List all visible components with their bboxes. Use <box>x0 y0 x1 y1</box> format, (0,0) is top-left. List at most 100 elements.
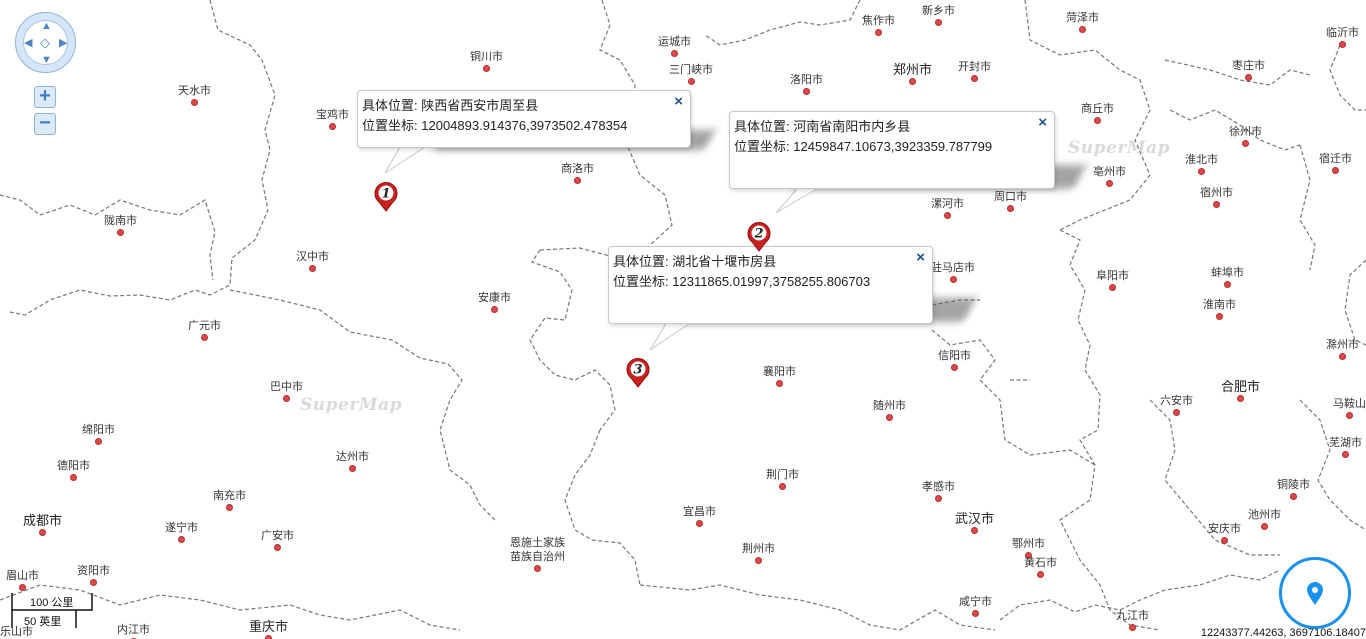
city-name: 鄂州市 <box>1012 538 1045 550</box>
info-popup-3: 具体位置: 湖北省十堰市房县 位置坐标: 12311865.01997,3758… <box>608 246 933 324</box>
popup-location-value: 陕西省西安市周至县 <box>421 98 539 113</box>
city-label: 陇南市 <box>104 215 137 236</box>
city-label: 广安市 <box>261 530 294 551</box>
city-dot-icon <box>886 414 893 421</box>
popup-coords-label: 位置坐标: <box>734 139 790 154</box>
map-marker-1[interactable]: 1 <box>372 180 400 212</box>
city-name: 郑州市 <box>893 62 933 77</box>
scale-bar: 100 公里 50 英里 <box>0 590 120 630</box>
city-name: 滁州市 <box>1326 339 1359 351</box>
popup-coords-value: 12459847.10673,3923359.787799 <box>793 139 993 154</box>
city-dot-icon <box>274 544 281 551</box>
popup-location-label: 具体位置: <box>734 119 790 134</box>
city-label: 徐州市 <box>1229 126 1262 147</box>
popup-coords-row: 位置坐标: 12311865.01997,3758255.806703 <box>613 272 904 292</box>
zoom-in-button[interactable]: + <box>34 86 56 108</box>
pan-up-icon[interactable]: ▲ <box>41 20 52 32</box>
city-name: 运城市 <box>658 36 691 48</box>
popup-location-label: 具体位置: <box>362 98 418 113</box>
city-label: 眉山市 <box>6 570 39 591</box>
city-dot-icon <box>309 265 316 272</box>
city-name: 德阳市 <box>57 460 90 472</box>
city-name: 芜湖市 <box>1329 437 1362 449</box>
city-label: 蚌埠市 <box>1211 267 1244 288</box>
city-name: 襄阳市 <box>763 366 796 378</box>
city-dot-icon <box>95 438 102 445</box>
pan-left-icon[interactable]: ◀ <box>24 37 33 49</box>
city-name: 信阳市 <box>938 350 971 362</box>
city-label: 鄂州市 <box>1012 538 1045 559</box>
city-dot-icon <box>19 584 26 591</box>
city-name: 菏泽市 <box>1066 12 1099 24</box>
city-dot-icon <box>226 504 233 511</box>
city-dot-icon <box>1224 281 1231 288</box>
marker-number: 3 <box>633 363 642 378</box>
map-marker-3[interactable]: 3 <box>624 356 652 388</box>
city-name: 开封市 <box>958 61 991 73</box>
city-name: 孝感市 <box>922 481 955 493</box>
city-name: 合肥市 <box>1221 379 1261 394</box>
city-label: 焦作市 <box>862 15 895 36</box>
city-label: 咸宁市 <box>959 596 992 617</box>
city-label: 芜湖市 <box>1329 437 1362 458</box>
city-name: 重庆市 <box>249 619 289 634</box>
close-icon[interactable]: × <box>674 93 683 110</box>
city-name: 商丘市 <box>1081 103 1114 115</box>
city-name: 乐山市 <box>0 626 33 638</box>
city-dot-icon <box>935 495 942 502</box>
city-dot-icon <box>117 229 124 236</box>
pan-center-icon[interactable]: ◇ <box>40 35 50 50</box>
city-label: 亳州市 <box>1093 166 1126 187</box>
close-icon[interactable]: × <box>1038 114 1047 131</box>
city-label: 达州市 <box>336 451 369 472</box>
city-label: 马鞍山 <box>1333 398 1366 419</box>
city-name: 周口市 <box>994 191 1027 203</box>
city-label: 菏泽市 <box>1066 12 1099 33</box>
city-dot-icon <box>972 610 979 617</box>
city-dot-icon <box>1106 180 1113 187</box>
pan-down-icon[interactable]: ▼ <box>41 54 52 66</box>
popup-coords-label: 位置坐标: <box>613 274 669 289</box>
city-dot-icon <box>491 306 498 313</box>
city-dot-icon <box>1261 523 1268 530</box>
city-name: 绵阳市 <box>82 424 115 436</box>
zoom-out-button[interactable]: − <box>34 113 56 135</box>
pan-right-icon[interactable]: ▶ <box>59 37 68 49</box>
city-name: 漯河市 <box>931 198 964 210</box>
map-marker-2[interactable]: 2 <box>745 220 773 252</box>
scale-km-label: 100 公里 <box>30 597 74 609</box>
city-label: 巴中市 <box>270 381 303 402</box>
city-dot-icon <box>349 465 356 472</box>
city-name: 咸宁市 <box>959 596 992 608</box>
watermark: SuperMap <box>300 395 403 415</box>
city-label: 池州市 <box>1248 509 1281 530</box>
city-label: 宿迁市 <box>1319 153 1352 174</box>
marker-number: 2 <box>753 227 763 242</box>
city-dot-icon <box>1037 571 1044 578</box>
info-popup-1: 具体位置: 陕西省西安市周至县 位置坐标: 12004893.914376,39… <box>357 90 691 148</box>
city-dot-icon <box>803 88 810 95</box>
city-label: 商丘市 <box>1081 103 1114 124</box>
city-label: 孝感市 <box>922 481 955 502</box>
city-name: 新乡市 <box>922 5 955 17</box>
locate-button[interactable] <box>1279 557 1351 629</box>
location-pin-icon <box>1307 582 1323 605</box>
city-label: 荆门市 <box>766 469 799 490</box>
city-label: 商洛市 <box>561 163 594 184</box>
city-dot-icon <box>90 579 97 586</box>
city-dot-icon <box>935 19 942 26</box>
popup-location-label: 具体位置: <box>613 254 669 269</box>
city-dot-icon <box>1079 26 1086 33</box>
city-label: 临沂市 <box>1326 27 1359 48</box>
city-label: 信阳市 <box>938 350 971 371</box>
city-label: 铜川市 <box>470 51 503 72</box>
city-label: 铜陵市 <box>1277 479 1310 500</box>
close-icon[interactable]: × <box>916 249 925 266</box>
city-dot-icon <box>39 529 46 536</box>
pan-control[interactable]: ▲ ▼ ◀ ▶ ◇ <box>15 12 76 73</box>
city-name: 广安市 <box>261 530 294 542</box>
city-label: 南充市 <box>213 490 246 511</box>
city-name: 马鞍山 <box>1333 398 1366 410</box>
city-name: 荆门市 <box>766 469 799 481</box>
city-name: 枣庄市 <box>1232 60 1265 72</box>
